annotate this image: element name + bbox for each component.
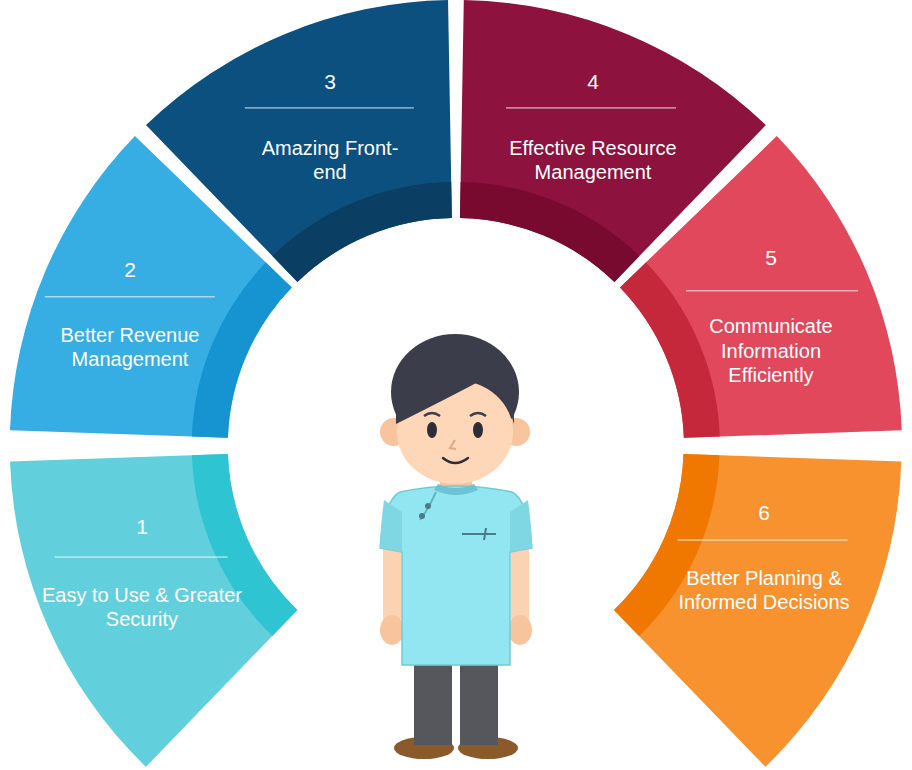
tunic: [380, 486, 532, 665]
segment-shape: [620, 136, 902, 438]
hand: [508, 615, 532, 645]
segment-fill: [10, 454, 297, 767]
tunic-seam: [420, 492, 436, 520]
eyebrow: [470, 413, 486, 416]
callout-number: 5: [741, 245, 801, 271]
ring-segment: 1Easy to Use & Greater Security: [10, 454, 297, 767]
collar: [434, 484, 478, 495]
arm: [383, 540, 401, 625]
segment-fill: [146, 0, 452, 282]
divider-line: [506, 107, 676, 108]
divider-line: [686, 290, 858, 291]
segment-label: Better Planning & Informed Decisions: [649, 566, 879, 615]
sleeve: [380, 500, 402, 552]
divider-line: [45, 296, 215, 297]
button: [425, 503, 431, 509]
callout-number: 2: [100, 257, 160, 283]
callout-number: 3: [300, 69, 360, 95]
eyebrow: [424, 413, 440, 416]
ring-segment: 6Better Planning & Informed Decisions: [614, 454, 901, 767]
segment-fill: [614, 454, 901, 767]
callout-number: 1: [112, 514, 172, 540]
ring-segment: 5Communicate Information Efficiently: [620, 136, 902, 438]
callout-number: 4: [563, 69, 623, 95]
arm: [511, 540, 529, 625]
segment-label: Easy to Use & Greater Security: [37, 583, 247, 632]
segment-label: Better Revenue Management: [35, 323, 225, 372]
pocket: [462, 533, 496, 535]
nose: [450, 440, 456, 449]
eye: [427, 422, 437, 438]
segment-label: Communicate Information Efficiently: [686, 314, 856, 387]
segment-inner-band: [620, 263, 720, 438]
divider-line: [245, 107, 414, 108]
sleeve: [510, 500, 532, 552]
ring-segment: 3Amazing Front-end: [146, 0, 452, 282]
divider-line: [55, 556, 228, 557]
segment-inner-band: [192, 263, 292, 438]
button: [419, 513, 425, 519]
divider-line: [678, 539, 848, 540]
segment-label: Amazing Front-end: [260, 136, 400, 185]
segment-inner-band: [273, 182, 452, 282]
segment-inner-band: [460, 182, 639, 282]
pen: [484, 528, 486, 540]
callout-number: 6: [734, 500, 794, 526]
segment-label: Effective Resource Management: [473, 136, 713, 185]
pants: [414, 655, 452, 745]
hand: [380, 615, 404, 645]
mouth: [443, 458, 468, 463]
pants: [460, 655, 498, 745]
segment-fill: [620, 136, 902, 438]
eye: [473, 422, 483, 438]
segment-inner-band: [192, 454, 297, 636]
hair-fringe: [396, 348, 514, 424]
